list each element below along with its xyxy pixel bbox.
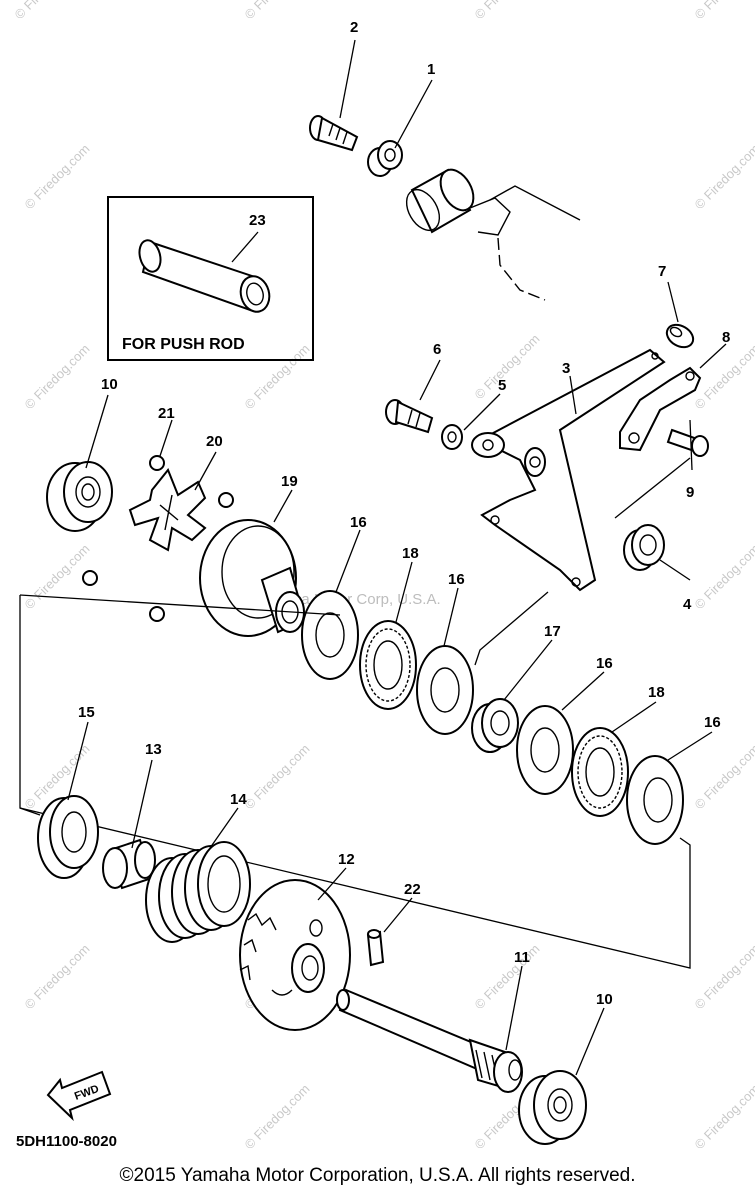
part-bracket-8 xyxy=(619,366,702,452)
callout-22: 22 xyxy=(404,881,421,898)
part-washer-16b xyxy=(416,645,474,735)
part-gear-12 xyxy=(239,879,351,1031)
watermark: © Firedog.com xyxy=(472,941,543,1012)
inset-label: FOR PUSH ROD xyxy=(122,336,245,353)
watermark: © Firedog.com xyxy=(22,941,93,1012)
callout-1: 1 xyxy=(427,61,435,78)
watermark: © Firedog.com xyxy=(22,541,93,612)
callout-5: 5 xyxy=(498,377,506,394)
callout-3: 3 xyxy=(562,360,570,377)
callout-9: 9 xyxy=(686,484,694,501)
part-washer-16d xyxy=(626,755,684,845)
watermark: © Firedog.com xyxy=(472,0,543,22)
watermark: © Firedog.com xyxy=(242,741,313,812)
callout-16b: 16 xyxy=(448,571,465,588)
watermark: © Firedog.com xyxy=(12,0,83,22)
watermark: © Firedog.com xyxy=(22,141,93,212)
callout-18a: 18 xyxy=(402,545,419,562)
callout-4: 4 xyxy=(683,596,692,613)
callout-numbers: 2 1 23 10 21 20 19 16 18 16 17 16 18 16 … xyxy=(78,19,730,1008)
part-bolt-6 xyxy=(385,399,434,434)
part-thrust-bearing-18a xyxy=(359,620,417,710)
callout-14: 14 xyxy=(230,791,247,808)
watermark: © Firedog.com xyxy=(692,1081,755,1152)
callout-23: 23 xyxy=(249,212,266,229)
callout-13: 13 xyxy=(145,741,162,758)
callout-17: 17 xyxy=(544,623,561,640)
callout-16a: 16 xyxy=(350,514,367,531)
callout-19: 19 xyxy=(281,473,298,490)
callout-10-upper: 10 xyxy=(101,376,118,393)
part-bolt-2 xyxy=(309,115,359,152)
watermark: © Firedog.com xyxy=(692,941,755,1012)
callout-18b: 18 xyxy=(648,684,665,701)
watermark: © Firedog.com xyxy=(692,341,755,412)
part-nut-1 xyxy=(367,140,403,177)
leader-line xyxy=(614,457,691,519)
watermark: © Firedog.com xyxy=(692,0,755,22)
part-shaft-11 xyxy=(336,988,523,1093)
callout-21: 21 xyxy=(158,405,175,422)
document-code: 5DH1100-8020 xyxy=(16,1133,117,1150)
watermark: © Firedog.com xyxy=(692,741,755,812)
part-bearing-10-lower xyxy=(518,1070,587,1145)
callout-8: 8 xyxy=(722,329,730,346)
callout-12: 12 xyxy=(338,851,355,868)
part-screw-9 xyxy=(666,428,709,457)
part-7 xyxy=(665,323,695,349)
watermark: © Firedog.com xyxy=(242,0,313,22)
assembly-frame-line xyxy=(19,595,41,816)
callout-16d: 16 xyxy=(704,714,721,731)
part-upper-housing xyxy=(405,168,581,301)
callout-15: 15 xyxy=(78,704,95,721)
callout-16c: 16 xyxy=(596,655,613,672)
fwd-arrow-icon: FWD xyxy=(46,1070,112,1122)
assembly-frame-line xyxy=(19,594,341,616)
watermark: © Firedog.com xyxy=(472,331,543,402)
part-bushing-4 xyxy=(623,524,665,571)
assembly-frame-line xyxy=(19,807,691,969)
callout-6: 6 xyxy=(433,341,441,358)
part-hub-19 xyxy=(199,519,307,637)
part-spring-14 xyxy=(145,841,251,943)
copyright-notice: ©2015 Yamaha Motor Corporation, U.S.A. A… xyxy=(119,1165,636,1186)
callout-2: 2 xyxy=(350,19,358,36)
watermark: © Firedog.com xyxy=(242,341,313,412)
part-washer-16a xyxy=(301,590,359,680)
leader-line xyxy=(474,591,549,666)
callout-11: 11 xyxy=(514,949,530,966)
watermark: © Firedog.com xyxy=(22,341,93,412)
watermark: © Firedog.com xyxy=(242,1081,313,1152)
part-washer-5 xyxy=(441,424,463,450)
part-bushing-13 xyxy=(102,838,156,890)
inset-push-rod: FOR PUSH ROD xyxy=(107,196,314,361)
callout-10-lower: 10 xyxy=(596,991,613,1008)
part-cam-20 xyxy=(82,455,234,622)
part-pin-22 xyxy=(366,929,385,967)
part-thrust-bearing-18b xyxy=(571,727,629,817)
callout-7: 7 xyxy=(658,263,666,280)
watermark: © Firedog.com xyxy=(692,541,755,612)
callout-leaders xyxy=(67,39,727,1076)
part-collar-17 xyxy=(471,698,519,753)
part-washer-16c xyxy=(516,705,574,795)
callout-20: 20 xyxy=(206,433,223,450)
part-seal-15 xyxy=(37,795,99,879)
part-lever-3 xyxy=(471,348,666,592)
part-bearing-10-upper xyxy=(46,461,113,532)
watermark: © Firedog.com xyxy=(692,141,755,212)
